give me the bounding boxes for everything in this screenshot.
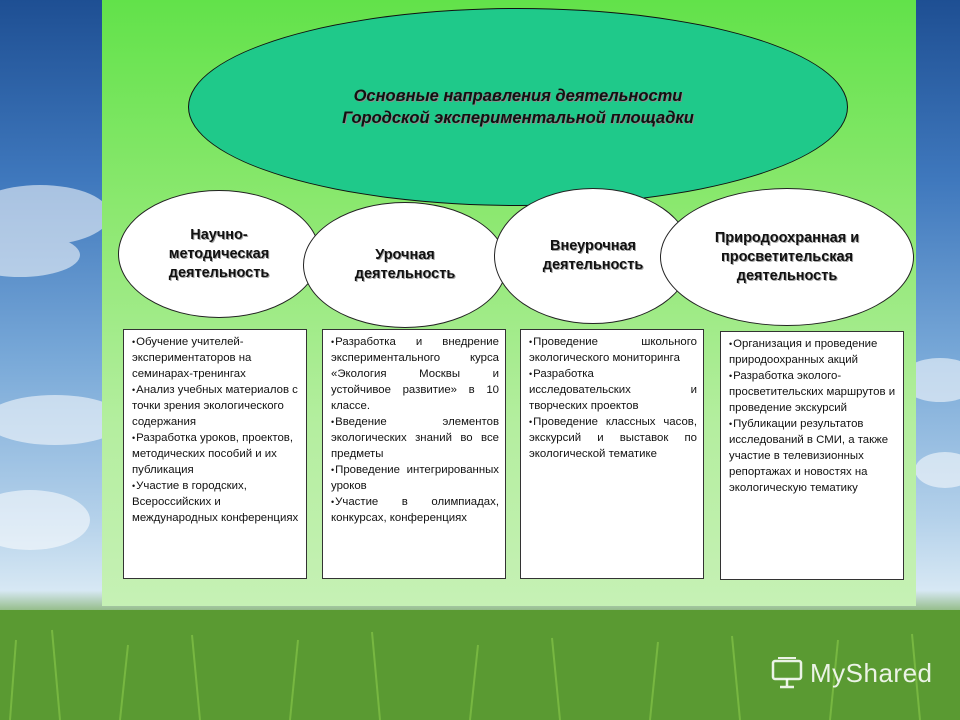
list-item: Введение элементов экологических знаний …: [331, 414, 499, 462]
list-item: Разработка эколого-просветительских марш…: [729, 368, 897, 416]
list-item: Организация и проведение природоохранных…: [729, 336, 897, 368]
list-item: Обучение учителей-экспериментаторов на с…: [132, 334, 300, 382]
list-item: Анализ учебных материалов с точки зрения…: [132, 382, 300, 430]
main-title-ellipse: Основные направления деятельности Городс…: [188, 8, 848, 206]
list-item: Проведение классных часов, экскурсий и в…: [529, 414, 697, 462]
list-item: Публикации результатов исследований в СМ…: [729, 416, 897, 496]
list-item: Участие в олимпиадах, конкурсах, конфере…: [331, 494, 499, 526]
direction-oval-scientific: Научно- методическая деятельность: [118, 190, 320, 318]
watermark-text: MyShared: [810, 657, 933, 688]
list-item: Проведение интегрированных уроков: [331, 462, 499, 494]
direction-box-scientific: Обучение учителей-экспериментаторов на с…: [123, 329, 307, 579]
list-item: Участие в городских, Всероссийских и меж…: [132, 478, 300, 526]
watermark: MyShared: [770, 656, 933, 690]
direction-box-environmental: Организация и проведение природоохранных…: [720, 331, 904, 580]
direction-box-curricular: Разработка и внедрение экспериментальног…: [322, 329, 506, 579]
direction-oval-curricular: Урочная деятельность: [303, 202, 507, 328]
direction-box-extracurricular: Проведение школьного экологического мони…: [520, 329, 704, 579]
list-item: Разработка уроков, проектов, методически…: [132, 430, 300, 478]
direction-oval-extracurricular: Внеурочная деятельность: [494, 188, 692, 324]
main-title: Основные направления деятельности Городс…: [342, 87, 694, 127]
list-item: Проведение школьного экологического мони…: [529, 334, 697, 366]
direction-oval-environmental: Природоохранная и просветительская деяте…: [660, 188, 914, 326]
list-item: Разработка исследовательских и творчески…: [529, 366, 697, 414]
presentation-icon: [771, 657, 803, 689]
list-item: Разработка и внедрение экспериментальног…: [331, 334, 499, 414]
